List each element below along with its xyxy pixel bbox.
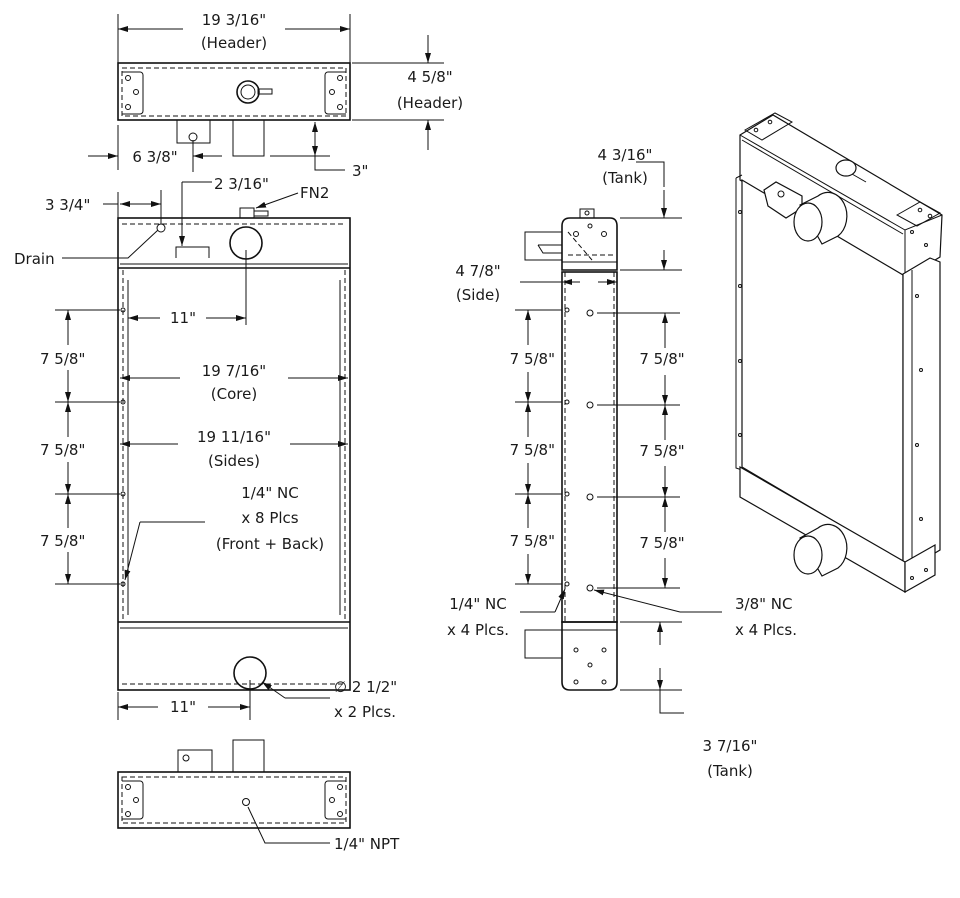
top-tank-note: (Tank): [602, 169, 648, 187]
header-height-note: (Header): [397, 94, 463, 112]
side-width-dim: 4 7/8": [455, 262, 500, 280]
pipe-diameter-dim: ∅ 2 1/2": [334, 678, 397, 696]
side-left-holes-size: 1/4" NC: [449, 595, 507, 613]
side-left-spacing-2: 7 5/8": [510, 441, 555, 459]
npt-port-icon: [242, 798, 250, 806]
front-spacing-1: 7 5/8": [40, 350, 85, 368]
side-left-spacing-1: 7 5/8": [510, 350, 555, 368]
sides-width-note: (Sides): [208, 452, 260, 470]
drain-label: Drain: [14, 250, 55, 268]
side-right-holes-size: 3/8" NC: [735, 595, 793, 613]
isometric-view: [735, 112, 943, 594]
front-holes-qty: x 8 Plcs: [241, 509, 298, 527]
bottom-tank-dim: 3 7/16": [703, 737, 758, 755]
front-spacing-3: 7 5/8": [40, 532, 85, 550]
top-view: 19 3/16" (Header) 4 5/8" (Header) 6 3/8"…: [88, 11, 463, 180]
front-spacing-2: 7 5/8": [40, 441, 85, 459]
bracket-offset-dim: 6 3/8": [132, 148, 177, 166]
core-width-dim: 19 7/16": [202, 362, 266, 380]
side-right-spacing-2: 7 5/8": [639, 442, 684, 460]
header-width-dim: 19 3/16": [202, 11, 266, 29]
sides-width-dim: 19 11/16": [197, 428, 271, 446]
side-right-spacing-3: 7 5/8": [639, 534, 684, 552]
npt-label: 1/4" NPT: [334, 835, 400, 853]
header-height-dim: 4 5/8": [407, 68, 452, 86]
filler-cap-icon: [236, 80, 260, 104]
core-width-note: (Core): [211, 385, 257, 403]
front-holes-note: (Front + Back): [216, 535, 324, 553]
side-left-holes-qty: x 4 Plcs.: [447, 621, 509, 639]
drain-offset-dim: 3 3/4": [45, 196, 90, 214]
outlet-offset-dim: 11": [170, 698, 196, 716]
bottom-view: 1/4" NPT: [117, 739, 400, 853]
header-width-note: (Header): [201, 34, 267, 52]
top-tank-dim: 4 3/16": [598, 146, 653, 164]
front-holes-size: 1/4" NC: [241, 484, 299, 502]
side-right-holes-qty: x 4 Plcs.: [735, 621, 797, 639]
inlet-offset-dim: 11": [170, 309, 196, 327]
front-view: 3 3/4" Drain 2 3/16" FN2 11" 7 5/8" 7 5/…: [14, 175, 397, 721]
drain-hole-icon: [156, 223, 166, 233]
drop-dim: 2 3/16": [214, 175, 269, 193]
side-view: 4 3/16" (Tank) 4 7/8" (Side) 7 5/8" 7 5/…: [447, 146, 797, 780]
fn2-label: FN2: [300, 184, 329, 202]
side-left-spacing-3: 7 5/8": [510, 532, 555, 550]
side-right-spacing-1: 7 5/8": [639, 350, 684, 368]
pipe-length-dim: 3": [352, 162, 368, 180]
side-width-note: (Side): [456, 286, 500, 304]
bottom-tank-note: (Tank): [707, 762, 753, 780]
pipe-qty: x 2 Plcs.: [334, 703, 396, 721]
iso-filler-cap-icon: [835, 159, 857, 177]
